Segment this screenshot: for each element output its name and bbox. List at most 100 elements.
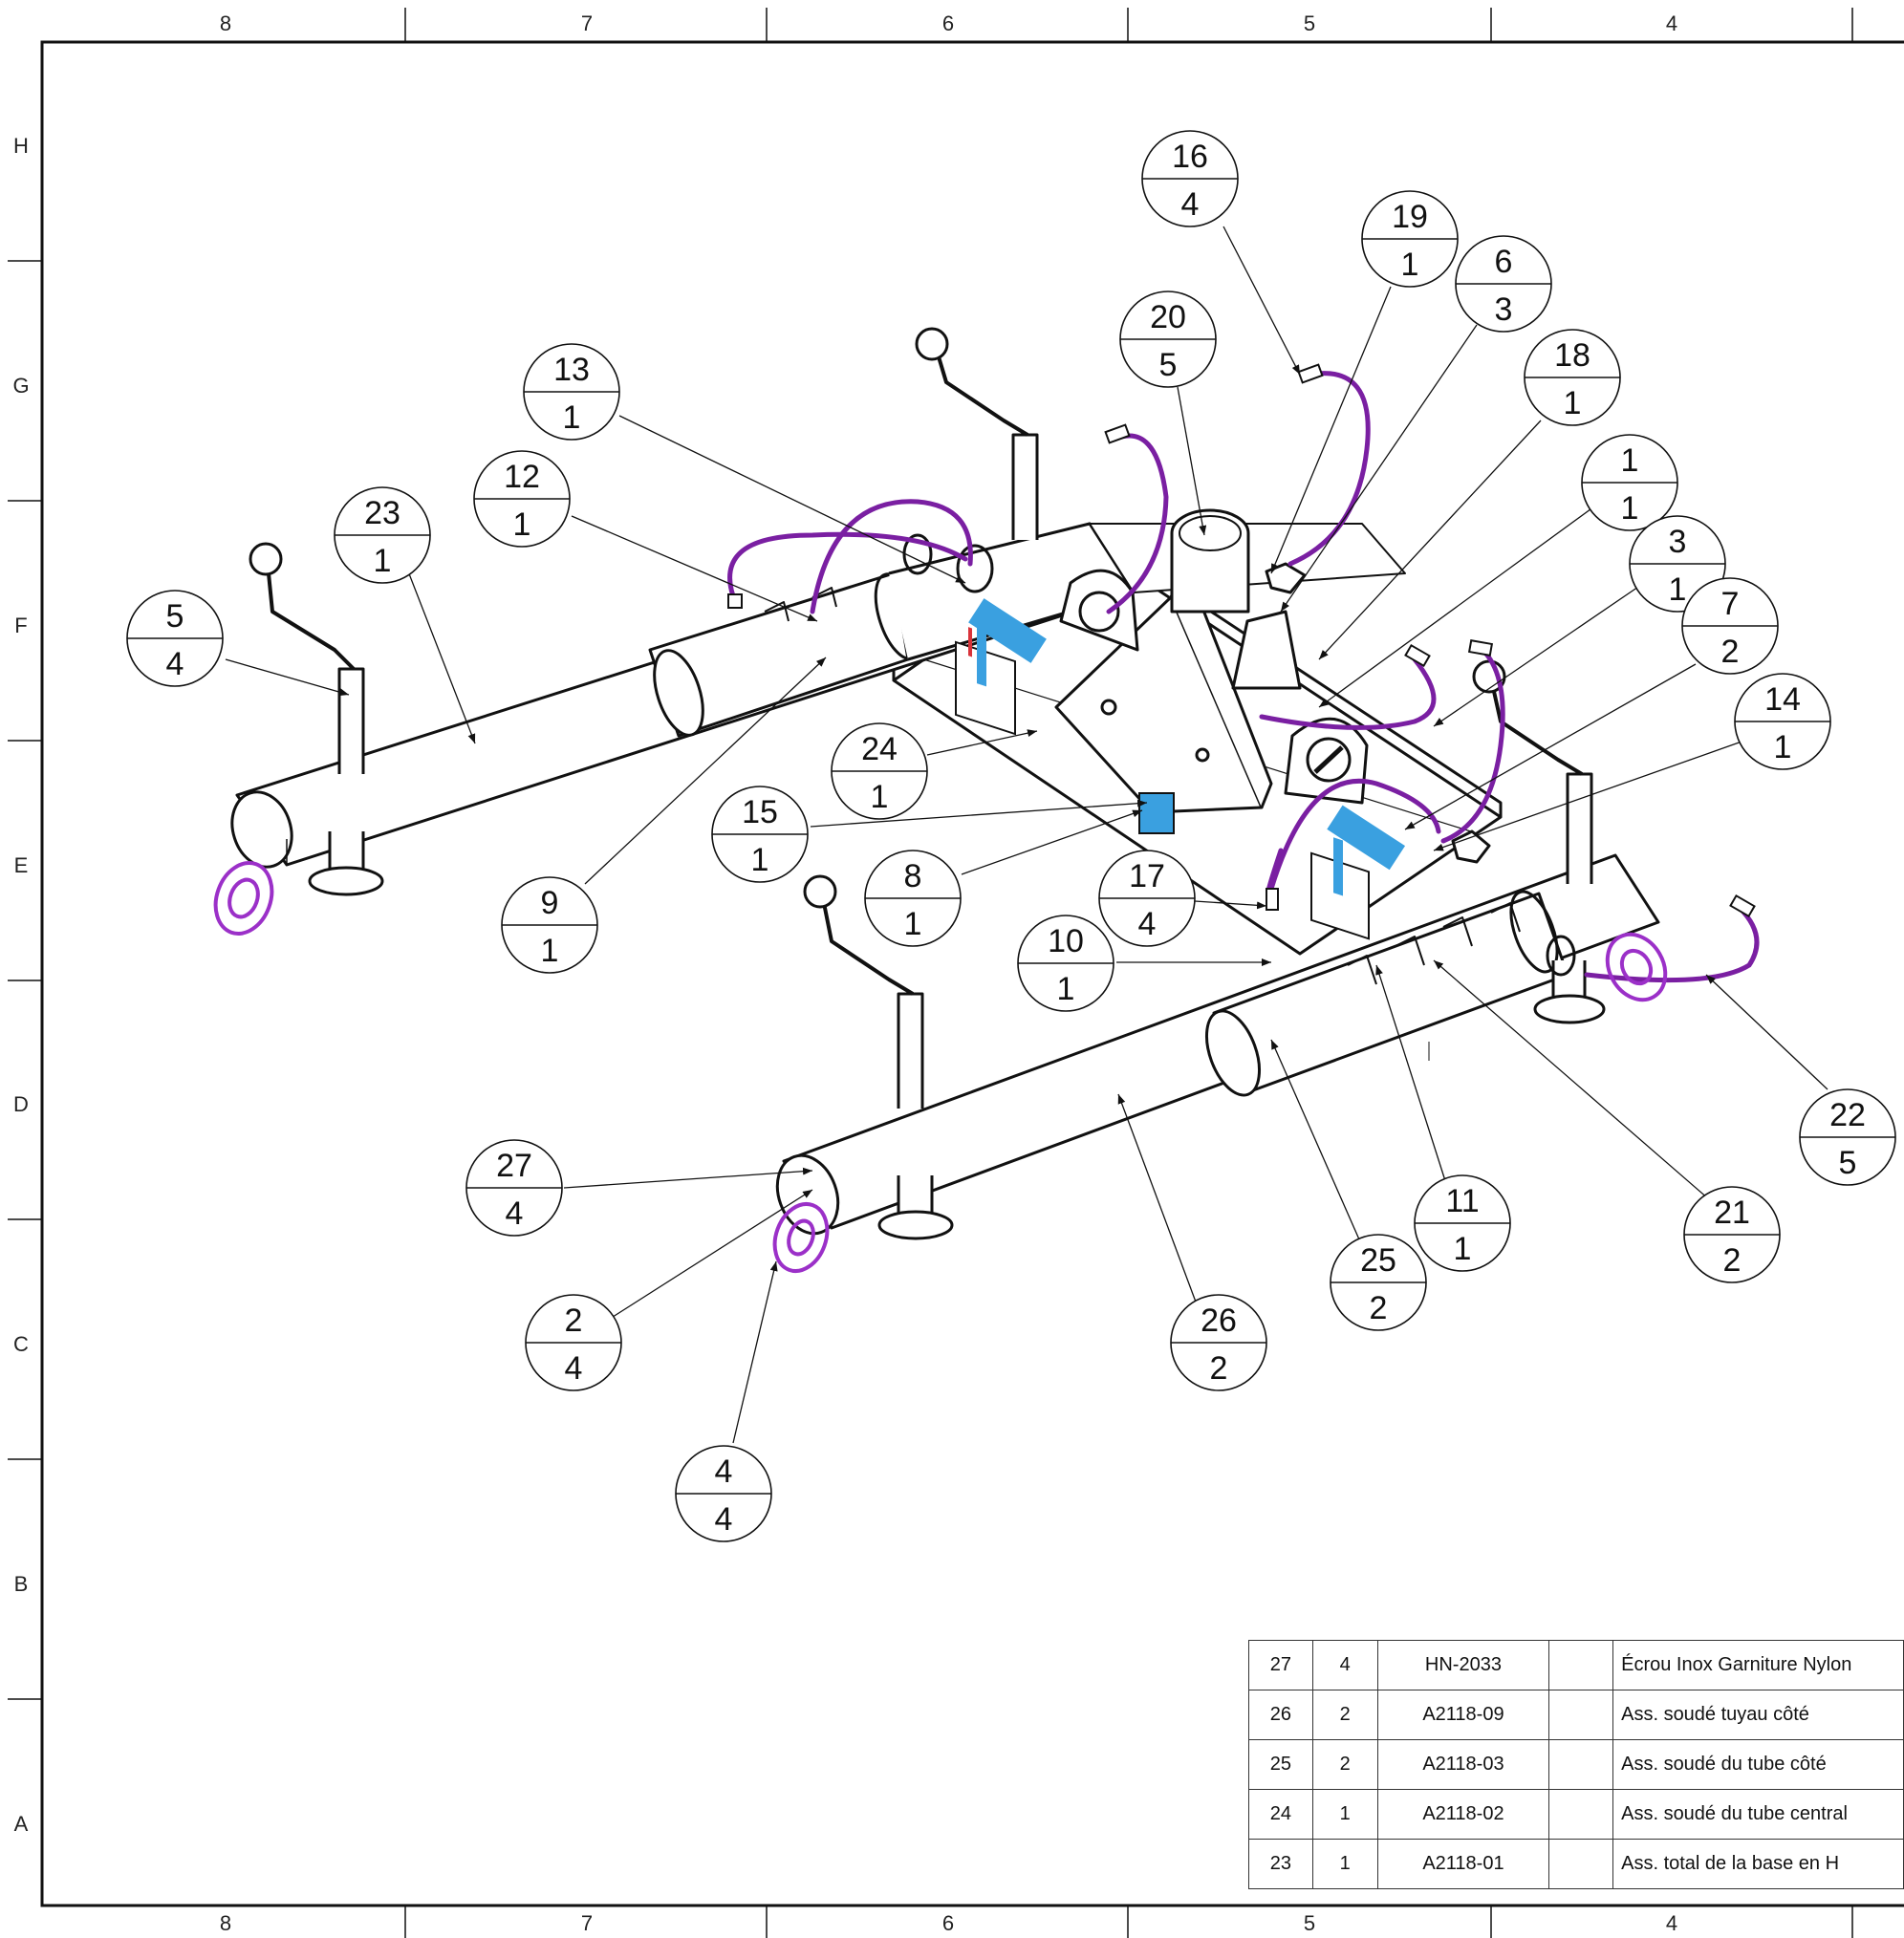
balloon-item-26: 262 bbox=[1170, 1294, 1267, 1391]
zone-col-label: 8 bbox=[220, 11, 231, 35]
zone-col-label: 8 bbox=[220, 1911, 231, 1935]
balloon-item-20: 205 bbox=[1119, 291, 1217, 388]
lifting-rings bbox=[902, 533, 1576, 977]
balloon-quantity: 4 bbox=[715, 1501, 733, 1538]
balloon-quantity: 4 bbox=[1138, 906, 1157, 942]
balloon-item-4: 44 bbox=[675, 1445, 772, 1542]
balloon-item-13: 131 bbox=[523, 343, 620, 441]
balloon-item-2: 24 bbox=[525, 1294, 622, 1391]
leader-lines bbox=[225, 226, 1828, 1444]
bom-description-cell: Ass. total de la base en H bbox=[1612, 1839, 1904, 1889]
balloon-item-19: 191 bbox=[1361, 190, 1459, 288]
balloon-item-15: 151 bbox=[711, 786, 809, 883]
leveling-feet bbox=[308, 831, 1606, 1240]
balloon-item-number: 1 bbox=[1621, 442, 1639, 479]
balloon-item-number: 4 bbox=[715, 1454, 733, 1490]
balloon-item-11: 111 bbox=[1414, 1174, 1511, 1272]
bom-revision-cell bbox=[1548, 1789, 1614, 1840]
zone-col-label: 7 bbox=[581, 11, 593, 35]
balloon-quantity: 2 bbox=[1210, 1350, 1228, 1387]
row-labels: H G F E D C B A bbox=[12, 134, 29, 1836]
zone-col-label: 5 bbox=[1304, 1911, 1315, 1935]
bom-description-cell: Ass. soudé du tube central bbox=[1612, 1789, 1904, 1840]
balloon-item-number: 21 bbox=[1714, 1195, 1750, 1231]
balloon-item-number: 18 bbox=[1554, 337, 1590, 374]
bom-part-number-cell: A2118-03 bbox=[1376, 1739, 1550, 1790]
bom-revision-cell bbox=[1548, 1640, 1614, 1690]
balloon-item-number: 24 bbox=[861, 731, 898, 767]
balloon-item-number: 22 bbox=[1829, 1097, 1866, 1133]
balloon-quantity: 1 bbox=[1669, 571, 1687, 608]
balloon-quantity: 4 bbox=[166, 646, 184, 682]
balloon-item-10: 101 bbox=[1017, 915, 1114, 1012]
bom-part-number-cell: A2118-02 bbox=[1376, 1789, 1550, 1840]
balloon-quantity: 1 bbox=[1454, 1231, 1472, 1267]
balloon-item-25: 252 bbox=[1330, 1234, 1427, 1331]
balloon-item-number: 9 bbox=[541, 885, 559, 921]
left-side-tube bbox=[230, 522, 1136, 869]
bom-description-cell: Écrou Inox Garniture Nylon bbox=[1612, 1640, 1904, 1690]
balloon-item-22: 225 bbox=[1799, 1088, 1896, 1186]
balloon-item-18: 181 bbox=[1524, 329, 1621, 426]
zone-col-label: 4 bbox=[1666, 11, 1677, 35]
balloon-item-7: 72 bbox=[1681, 577, 1779, 675]
balloon-quantity: 4 bbox=[506, 1195, 524, 1232]
balloon-item-27: 274 bbox=[465, 1139, 563, 1237]
bom-item-cell: 26 bbox=[1248, 1690, 1313, 1740]
clamp-block bbox=[1231, 610, 1302, 690]
bom-revision-cell bbox=[1548, 1739, 1614, 1790]
balloon-item-number: 19 bbox=[1392, 199, 1428, 235]
balloon-item-1: 11 bbox=[1581, 434, 1678, 531]
bom-description-cell: Ass. soudé du tube côté bbox=[1612, 1739, 1904, 1790]
balloon-item-9: 91 bbox=[501, 876, 598, 974]
balloon-item-number: 6 bbox=[1495, 244, 1513, 280]
balloon-item-number: 14 bbox=[1764, 681, 1801, 718]
bom-item-cell: 24 bbox=[1248, 1789, 1313, 1840]
zone-ticks bbox=[8, 8, 1853, 1938]
balloon-quantity: 5 bbox=[1839, 1145, 1857, 1181]
bom-item-cell: 25 bbox=[1248, 1739, 1313, 1790]
balloon-item-24: 241 bbox=[831, 722, 928, 820]
balloon-quantity: 2 bbox=[1723, 1242, 1742, 1279]
column-labels-bottom: 8 7 6 5 4 bbox=[220, 1911, 1677, 1935]
casters bbox=[213, 861, 1668, 1273]
zone-col-label: 6 bbox=[942, 11, 954, 35]
balloon-quantity: 1 bbox=[871, 779, 889, 815]
balloon-item-number: 5 bbox=[166, 598, 184, 635]
balloon-item-number: 27 bbox=[496, 1148, 532, 1184]
column-labels-top: 8 7 6 5 4 bbox=[220, 11, 1677, 35]
balloon-item-5: 54 bbox=[126, 590, 224, 687]
balloon-quantity: 1 bbox=[1564, 385, 1582, 421]
balloon-item-number: 10 bbox=[1048, 923, 1084, 959]
hose-fittings bbox=[727, 363, 1756, 918]
bom-qty-cell: 1 bbox=[1311, 1839, 1378, 1889]
balloon-item-number: 23 bbox=[364, 495, 400, 531]
mast-plate bbox=[1054, 508, 1273, 814]
balloon-quantity: 2 bbox=[1370, 1290, 1388, 1326]
balloon-quantity: 1 bbox=[513, 506, 531, 543]
balloon-quantity: 5 bbox=[1159, 347, 1178, 383]
bom-part-number-cell: A2118-01 bbox=[1376, 1839, 1550, 1889]
balloon-item-number: 20 bbox=[1150, 299, 1186, 335]
balloon-quantity: 1 bbox=[1057, 971, 1075, 1007]
warning-labels bbox=[955, 598, 1406, 940]
zone-row-label: C bbox=[13, 1332, 29, 1356]
bom-revision-cell bbox=[1548, 1690, 1614, 1740]
zone-row-label: B bbox=[14, 1572, 29, 1596]
balloon-item-14: 141 bbox=[1734, 673, 1831, 770]
balloon-item-number: 3 bbox=[1669, 524, 1687, 560]
zone-row-label: E bbox=[14, 853, 29, 877]
balloon-item-number: 2 bbox=[565, 1303, 583, 1339]
balloon-item-8: 81 bbox=[864, 850, 962, 947]
bom-part-number-cell: HN-2033 bbox=[1376, 1640, 1550, 1690]
bom-revision-cell bbox=[1548, 1839, 1614, 1889]
bom-item-cell: 23 bbox=[1248, 1839, 1313, 1889]
balloon-item-12: 121 bbox=[473, 450, 571, 548]
